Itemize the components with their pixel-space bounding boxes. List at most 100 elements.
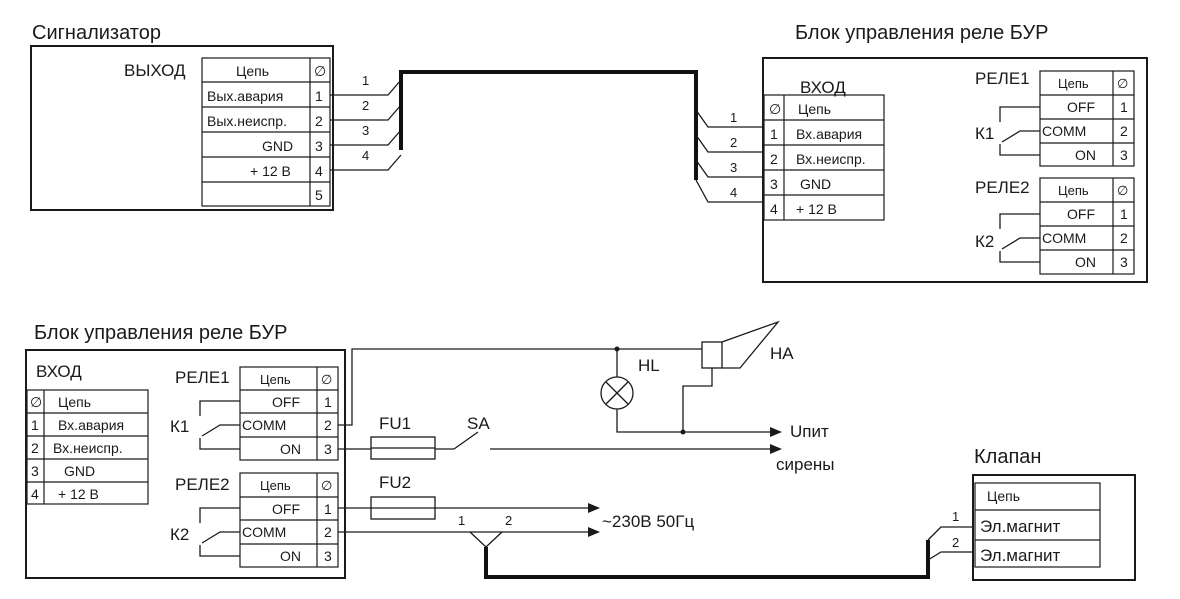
- valve-box: [972, 474, 1136, 581]
- relay-header: Цепь: [260, 478, 291, 493]
- valve-row-num: 2: [952, 535, 959, 550]
- split-number: 1: [458, 513, 465, 528]
- bur-top-input-num: 1: [770, 126, 778, 142]
- relay-row-num: 2: [324, 417, 332, 433]
- relay-contact-symbol: [199, 507, 240, 557]
- split-number: 2: [505, 513, 512, 528]
- valve-title: Клапан: [974, 446, 1041, 468]
- valve: Клапан Цепь Эл.магнит Эл.магнит 1 2: [952, 446, 1136, 581]
- valve-row-name: Эл.магнит: [980, 546, 1061, 565]
- relay-row-name: COMM: [1042, 230, 1086, 246]
- relay-contact-label: К1: [975, 124, 994, 143]
- relay-header: Цепь: [1058, 183, 1089, 198]
- relay-row-num: 1: [324, 501, 332, 517]
- bur-top-input-name: Вх.неиспр.: [796, 151, 866, 167]
- top-cable: 1 2 3 4 1 2 3 4: [330, 70, 764, 203]
- relay-contact-label: К2: [170, 525, 189, 544]
- relay-contact-symbol: [999, 106, 1040, 156]
- relay-row-name: COMM: [1042, 123, 1086, 139]
- signal-terminal-table: Цепь ∅ Вых.авария 1 Вых.неиспр. 2 GND 3 …: [201, 57, 331, 207]
- bur-bottom-input-name: Вх.неиспр.: [53, 440, 123, 456]
- cable-number: 3: [362, 123, 369, 138]
- relay-row-num: 1: [1120, 206, 1128, 222]
- relay-label: РЕЛЕ1: [175, 368, 230, 387]
- valve-row-num: 1: [952, 509, 959, 524]
- cable-number: 4: [730, 185, 737, 200]
- valve-header: Цепь: [987, 488, 1020, 504]
- bur-bottom-input-num: 2: [31, 440, 39, 456]
- bur-top-input-num: 3: [770, 176, 778, 192]
- bur-top-relay1: РЕЛЕ1 Цепь ∅ OFF 1 COMM 2 ON 3 К1: [975, 69, 1135, 167]
- relay-row-name: OFF: [1067, 206, 1095, 222]
- signal-output-label: ВЫХОД: [124, 61, 186, 80]
- bur-bottom-title: Блок управления реле БУР: [34, 322, 288, 344]
- relay-row-name: ON: [1075, 147, 1096, 163]
- relay-row-name: OFF: [272, 501, 300, 517]
- relay-row-name: ON: [280, 441, 301, 457]
- signal-row-num: 3: [315, 138, 323, 154]
- relay-row-num: 3: [1120, 254, 1128, 270]
- bur-bottom-input-name: GND: [64, 463, 95, 479]
- bur-top-empty-symbol: ∅: [769, 101, 781, 117]
- fuse1-label: FU1: [379, 414, 411, 433]
- bur-bottom-empty-symbol: ∅: [30, 394, 42, 410]
- bur-bottom-input-num: 4: [31, 486, 39, 502]
- relay-row-num: 1: [324, 394, 332, 410]
- cable-number: 1: [730, 110, 737, 125]
- relay-label: РЕЛЕ2: [175, 475, 230, 494]
- relay-row-name: COMM: [242, 417, 286, 433]
- fuse2-label: FU2: [379, 473, 411, 492]
- switch-icon: [453, 431, 479, 450]
- signal-unit-title: Сигнализатор: [32, 22, 161, 44]
- cable-number: 2: [730, 135, 737, 150]
- relay-row-num: 3: [324, 548, 332, 564]
- relay-row-name: COMM: [242, 524, 286, 540]
- relay-row-name: OFF: [1067, 99, 1095, 115]
- lamp-icon: [600, 376, 634, 410]
- relay-row-num: 2: [1120, 230, 1128, 246]
- siren-circuit: HL HA Uпит FU1 SA сирены FU2 ~: [338, 320, 973, 579]
- relay-header: Цепь: [1058, 76, 1089, 91]
- bur-bottom-input-num: 3: [31, 463, 39, 479]
- relay-row-num: 1: [1120, 99, 1128, 115]
- signal-row-name: GND: [262, 138, 293, 154]
- relay-label: РЕЛЕ2: [975, 178, 1030, 197]
- relay-row-name: ON: [1075, 254, 1096, 270]
- switch-label: SA: [467, 414, 490, 433]
- valve-row-name: Эл.магнит: [980, 517, 1061, 536]
- relay-empty-symbol: ∅: [1117, 76, 1128, 91]
- signal-row-name: Вых.неиспр.: [207, 113, 287, 129]
- relay-row-name: OFF: [272, 394, 300, 410]
- relay-row-num: 2: [324, 524, 332, 540]
- signal-row-num: 2: [315, 113, 323, 129]
- bur-bottom-input-num: 1: [31, 417, 39, 433]
- relay-row-num: 3: [324, 441, 332, 457]
- relay-empty-symbol: ∅: [1117, 183, 1128, 198]
- signal-row-name: Вых.авария: [207, 88, 283, 104]
- relay-empty-symbol: ∅: [321, 372, 332, 387]
- bur-top-box: [762, 57, 1148, 283]
- bur-top-relay2: РЕЛЕ2 Цепь ∅ OFF 1 COMM 2 ON 3 К2: [975, 177, 1135, 275]
- bur-bottom-input-name: Вх.авария: [58, 417, 124, 433]
- bur-bottom-input-name: + 12 В: [58, 486, 99, 502]
- bur-top-input-num: 4: [770, 201, 778, 217]
- relay-label: РЕЛЕ1: [975, 69, 1030, 88]
- bur-bottom-input-header: Цепь: [58, 394, 91, 410]
- cable-number: 4: [362, 148, 369, 163]
- bur-bottom-input-table: ∅ Цепь 1 Вх.авария 2 Вх.неиспр. 3 GND 4 …: [26, 389, 149, 505]
- relay-row-num: 3: [1120, 147, 1128, 163]
- bur-top-input-name: Вх.авария: [796, 126, 862, 142]
- relay-row-num: 2: [1120, 123, 1128, 139]
- relay-row-name: ON: [280, 548, 301, 564]
- bur-bottom: Блок управления реле БУР ВХОД ∅ Цепь 1 В…: [25, 322, 346, 579]
- lamp-label: HL: [638, 356, 660, 375]
- signal-empty-symbol: ∅: [314, 63, 326, 79]
- bur-top-input-label: ВХОД: [800, 78, 846, 97]
- signal-row-name: + 12 В: [250, 163, 291, 179]
- signal-header: Цепь: [236, 63, 269, 79]
- signal-row-num: 1: [315, 88, 323, 104]
- cable-number: 1: [362, 73, 369, 88]
- supply-label-line2: сирены: [776, 455, 835, 474]
- relay-empty-symbol: ∅: [321, 478, 332, 493]
- bur-top-input-name: + 12 В: [796, 201, 837, 217]
